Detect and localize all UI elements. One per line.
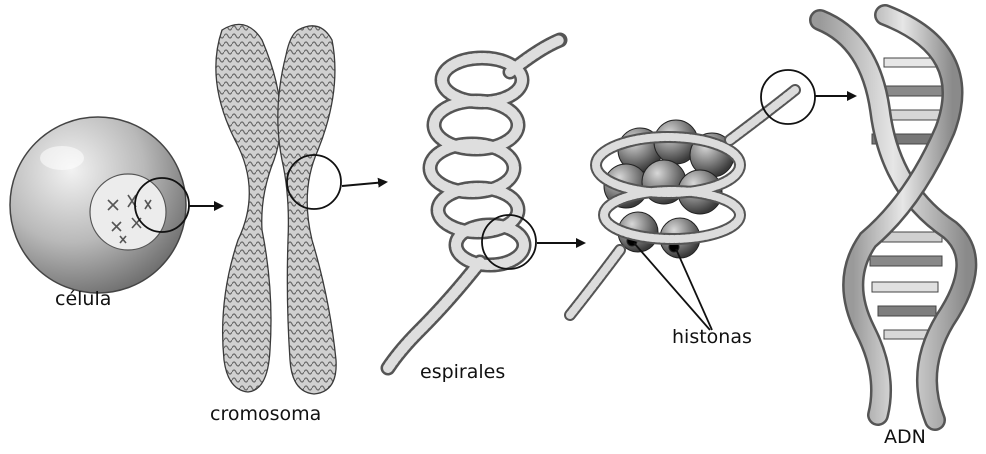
arrow-chromosome-to-coils: [342, 182, 386, 186]
label-histones: histonas: [672, 326, 752, 348]
chromosome-illustration: [216, 24, 341, 394]
nucleus: [90, 174, 166, 250]
label-chromosome: cromosoma: [210, 403, 321, 425]
nucleosome-illustration: [570, 70, 815, 330]
dna-helix-illustration: [820, 15, 966, 420]
cell-illustration: [10, 117, 189, 293]
label-coils: espirales: [420, 361, 505, 383]
coils-illustration: [388, 40, 560, 368]
label-cell: célula: [55, 288, 111, 310]
label-dna: ADN: [884, 426, 926, 448]
